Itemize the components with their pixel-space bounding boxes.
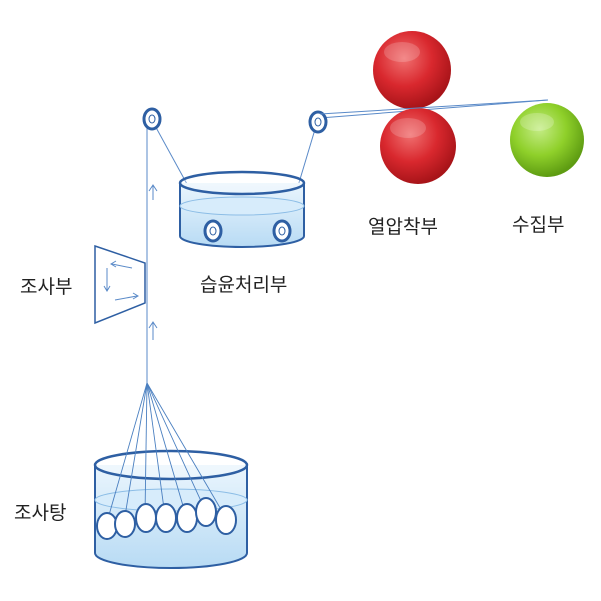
- fiber-path-top: [319, 99, 549, 115]
- spinning-unit-label: 조사부: [20, 276, 73, 298]
- pulley-icon: [308, 110, 328, 134]
- pulley-icon: [203, 219, 223, 243]
- pulley-icon: [272, 219, 292, 243]
- spinning-unit-box: [94, 244, 146, 325]
- wet-treatment-unit-label: 습윤처리부: [200, 274, 288, 296]
- filament-lines: [106, 382, 227, 523]
- spinneret-nozzles: [96, 497, 237, 540]
- collection-roller: [510, 103, 584, 177]
- heat-press-roller-bottom: [380, 108, 456, 184]
- spinning-bath-label: 조사탕: [14, 502, 67, 524]
- up-arrow-icons: [148, 184, 158, 340]
- heat-press-roller-top: [373, 31, 451, 109]
- pulley-icon: [142, 107, 162, 131]
- heat-press-unit-label: 열압착부: [368, 216, 438, 238]
- collection-unit-label: 수집부: [512, 214, 565, 236]
